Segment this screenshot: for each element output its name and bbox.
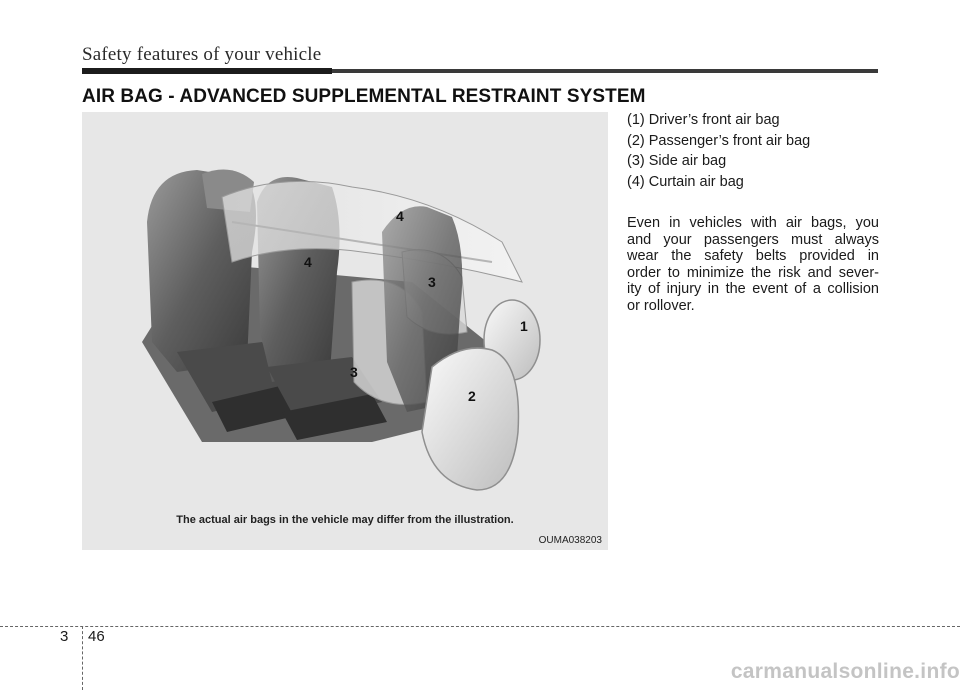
body-line: wear the safety belts provided in — [627, 248, 879, 264]
chapter-number: 3 — [60, 628, 69, 645]
body-line: Even in vehicles with air bags, you — [627, 215, 879, 231]
passenger-airbag — [421, 347, 520, 491]
legend-item: (4) Curtain air bag — [627, 173, 744, 190]
page-number: 46 — [88, 628, 105, 645]
callout-curtain-1: 4 — [304, 254, 312, 270]
legend-item: (2) Passenger’s front air bag — [627, 132, 811, 149]
body-line: and your passengers must always — [627, 231, 879, 248]
callout-side-1: 3 — [428, 274, 436, 290]
airbag-figure: 4 4 3 1 3 2 The actual air bags in the v… — [82, 112, 608, 550]
watermark: carmanualsonline.info — [730, 660, 960, 683]
figure-caption: The actual air bags in the vehicle may d… — [176, 514, 514, 526]
callout-passenger: 2 — [468, 388, 476, 404]
section-title: AIR BAG - ADVANCED SUPPLEMENTAL RESTRAIN… — [82, 86, 646, 107]
footer-divider — [0, 626, 960, 627]
body-line: or rollover. — [627, 297, 695, 314]
body-paragraph: Even in vehicles with air bags, you and … — [627, 215, 879, 314]
header-rule — [82, 69, 878, 73]
callout-side-2: 3 — [350, 364, 358, 380]
header-rule-accent — [82, 68, 332, 74]
figure-code: OUMA038203 — [538, 535, 602, 546]
airbag-illustration — [142, 169, 541, 491]
body-line: ity of injury in the event of a collisio… — [627, 281, 879, 297]
legend-item: (1) Driver’s front air bag — [627, 112, 780, 128]
callout-driver: 1 — [520, 318, 528, 334]
legend-item: (3) Side air bag — [627, 153, 727, 169]
footer-vertical-divider — [82, 626, 83, 690]
header-title: Safety features of your vehicle — [82, 44, 322, 65]
legend-list: (1) Driver’s front air bag (2) Passenger… — [627, 110, 810, 192]
callout-curtain-2: 4 — [396, 208, 404, 224]
body-line: order to minimize the risk and sever- — [627, 264, 879, 281]
